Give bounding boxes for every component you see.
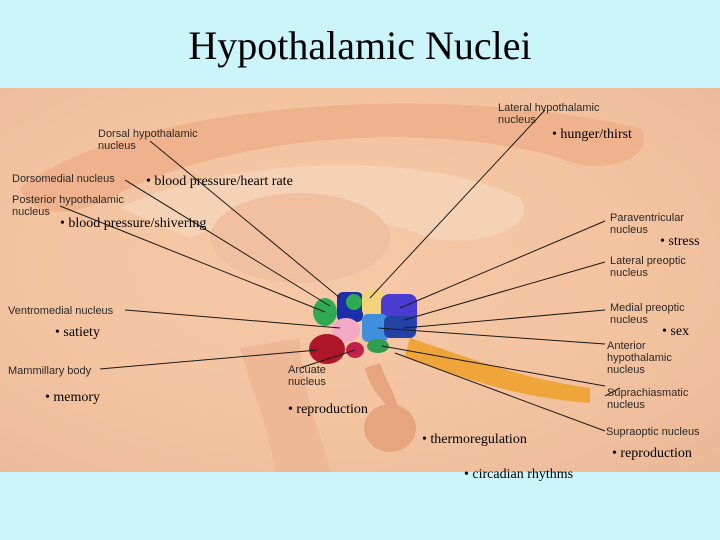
optic-nerve-shape xyxy=(405,338,590,403)
note-stress: • stress xyxy=(660,234,700,249)
note-blood-pressure-heart-rate: • blood pressure/heart rate xyxy=(146,174,293,189)
medial-preoptic-nucleus-shape xyxy=(384,316,416,338)
hypothalamus-illustration xyxy=(0,88,720,472)
label-suprachiasmatic: Suprachiasmatic nucleus xyxy=(607,387,689,411)
pituitary-shape xyxy=(364,404,416,452)
label-lateral-preoptic: Lateral preoptic nucleus xyxy=(610,255,686,279)
label-supraoptic: Supraoptic nucleus xyxy=(606,426,700,438)
brainstem-shape xyxy=(240,338,330,472)
leader-lines xyxy=(59,109,621,432)
suprachiasmatic-nucleus-shape xyxy=(367,339,389,353)
label-paraventricular: Paraventricular nucleus xyxy=(610,212,684,236)
label-mammillary-body: Mammillary body xyxy=(8,365,92,377)
label-posterior-hypothalamic: Posterior hypothalamic nucleus xyxy=(12,194,124,218)
slide-title: Hypothalamic Nuclei xyxy=(188,23,532,68)
note-memory: • memory xyxy=(45,390,101,405)
corpus-callosum-shape xyxy=(20,103,644,212)
ventromedial-nucleus-shape xyxy=(332,318,360,342)
label-anterior-hypothalamic: Anterior hypothalamic nucleus xyxy=(607,340,672,376)
lateral-hypothalamic-nucleus-shape xyxy=(346,294,362,310)
note-reproduction-supraoptic: • reproduction xyxy=(612,446,692,461)
label-lateral-hypothalamic: Lateral hypothalamic nucleus xyxy=(498,102,600,126)
label-dorsal-hypothalamic: Dorsal hypothalamic nucleus xyxy=(98,128,198,152)
label-medial-preoptic: Medial preoptic nucleus xyxy=(610,302,685,326)
note-blood-pressure-shivering: • blood pressure/shivering xyxy=(60,216,207,231)
label-dorsomedial: Dorsomedial nucleus xyxy=(12,173,115,185)
pituitary-stalk-shape xyxy=(365,363,398,406)
thalamus-shape xyxy=(210,193,390,283)
note-circadian-rhythms: • circadian rhythms xyxy=(464,467,574,482)
note-reproduction-arcuate: • reproduction xyxy=(288,402,368,417)
note-thermoregulation: • thermoregulation xyxy=(422,432,527,447)
note-hunger-thirst: • hunger/thirst xyxy=(552,127,632,142)
label-arcuate: Arcuate nucleus xyxy=(288,364,326,388)
note-sex: • sex xyxy=(662,324,690,339)
dorsomedial-nucleus-shape xyxy=(362,290,384,316)
anterior-hypothalamic-nucleus-shape xyxy=(362,314,388,342)
label-ventromedial: Ventromedial nucleus xyxy=(8,305,114,317)
note-satiety: • satiety xyxy=(55,325,100,340)
